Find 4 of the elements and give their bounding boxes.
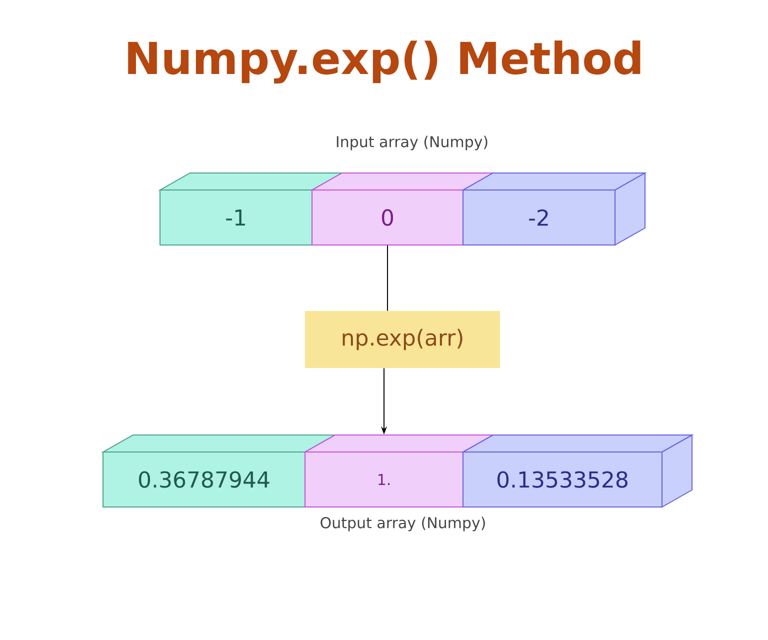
title: Numpy.exp() Method [128,40,640,84]
array-caption: Input array (Numpy) [336,136,488,150]
array-caption: Output array (Numpy) [320,516,485,532]
function-box: np.exp(arr) [305,311,500,368]
